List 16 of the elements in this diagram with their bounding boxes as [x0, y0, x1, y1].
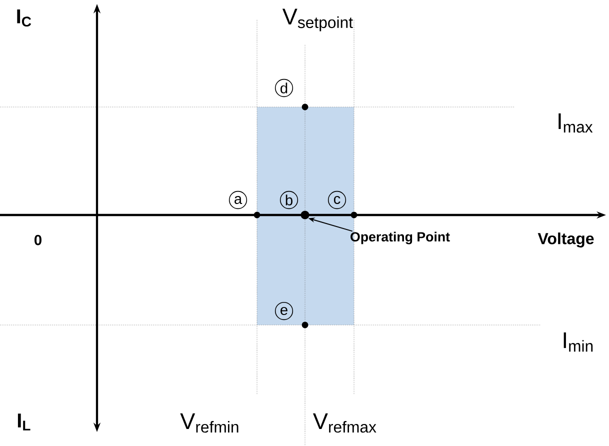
circled-letter: e [274, 302, 294, 320]
annotation-text: Operating Point [350, 232, 450, 244]
axis-label: I$_{max}$ [558, 113, 593, 133]
circled-letter: b [280, 190, 298, 210]
operating-point-dot [300, 210, 310, 220]
origin-label: 0 [34, 234, 42, 246]
circled-letter: a [228, 190, 248, 210]
circled-letter: d [274, 78, 294, 98]
axis-label: I$_{C}$ [17, 9, 32, 27]
axis-label: V$_{refmin}$ [180, 413, 238, 433]
axis-label: V$_{setpoint}$ [282, 8, 353, 32]
axis-label: I$_{L}$ [18, 414, 30, 430]
axis-label: V$_{refmax}$ [312, 413, 376, 433]
axis-label: I$_{min}$ [564, 332, 593, 352]
axis-label: Voltage [538, 232, 594, 248]
circled-letter: c [328, 190, 346, 210]
